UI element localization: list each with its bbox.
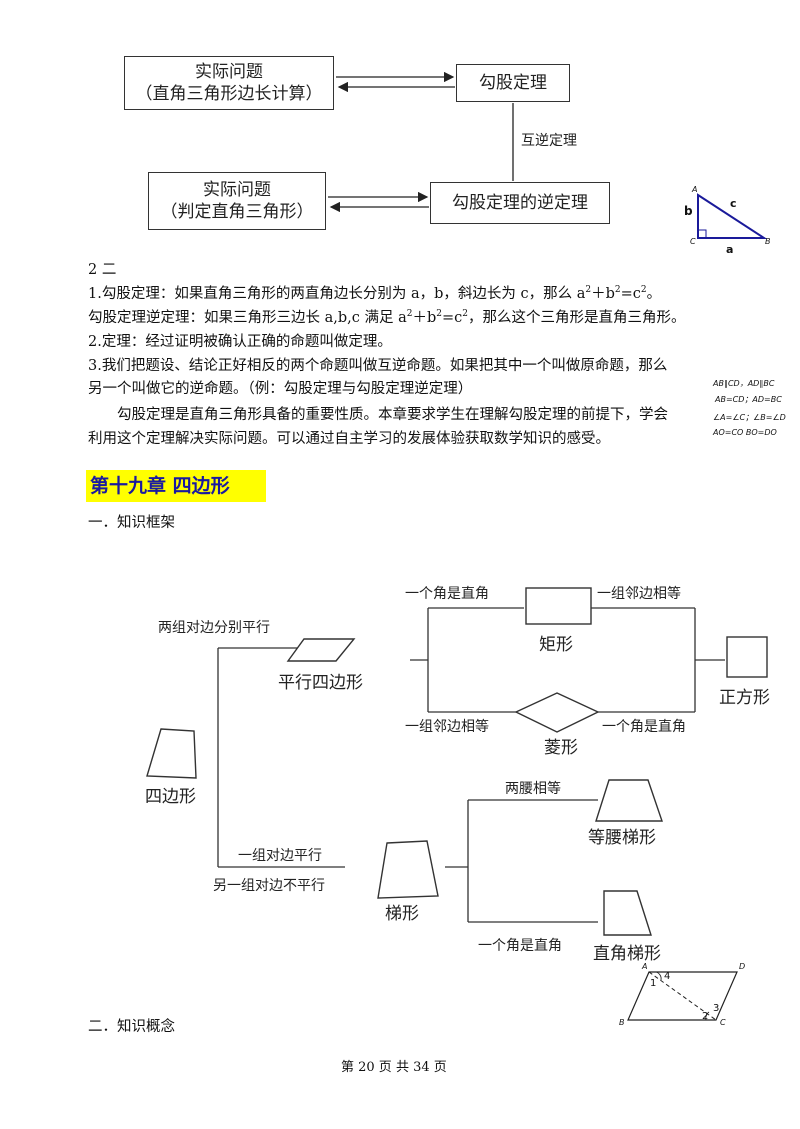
- para-angle-3: 3: [713, 1003, 720, 1014]
- box-practical-1-line1: 实际问题: [195, 62, 263, 82]
- rectangle-label: 矩形: [539, 635, 573, 655]
- box-practical-problem-2: 实际问题 （判定直角三角形）: [148, 172, 326, 230]
- triangle-label-a: a: [726, 243, 734, 256]
- triangle-label-c: c: [730, 197, 737, 210]
- box-pythagorean-theorem: 勾股定理: [456, 64, 570, 102]
- page-footer: 第 20 页 共 34 页: [341, 1060, 447, 1075]
- pythag-statement-end: 。: [646, 286, 662, 302]
- parallelogram-shape: [286, 638, 356, 662]
- triangle-label-C: C: [690, 237, 696, 246]
- converse-statement: 勾股定理逆定理：如果三角形三边长 a,b,c 满足 a2＋b2=c2，那么这个三…: [88, 309, 686, 326]
- formula-equal-sides: AB=CD；AD=BC: [715, 395, 782, 404]
- box-practical-2-line2: （判定直角三角形）: [160, 202, 314, 222]
- subsection-knowledge-concepts: 二．知识概念: [88, 1019, 175, 1035]
- inverse-propositions-line2: 另一个叫做它的逆命题。（例：勾股定理与勾股定理逆定理）: [88, 381, 473, 397]
- converse-statement-text: 勾股定理逆定理：如果三角形三边长 a,b,c 满足 a: [88, 310, 407, 326]
- right-angle-mark: [697, 229, 707, 239]
- edge-adjacent-sides-top: 一组邻边相等: [597, 586, 681, 602]
- rectangle-shape: [525, 587, 592, 625]
- para-angle-1: 1: [650, 978, 657, 989]
- edge-other-pair-not-parallel: 另一组对边不平行: [213, 878, 325, 894]
- square-shape: [726, 636, 768, 678]
- formula-parallel: AB∥CD，AD∥BC: [713, 379, 775, 388]
- trapezoid-label: 梯形: [385, 904, 419, 924]
- converse-statement-end: ，那么这个三角形是直角三角形。: [468, 310, 686, 326]
- right-trapezoid-label: 直角梯形: [593, 944, 661, 964]
- pythag-statement-text: 1.勾股定理：如果直角三角形的两直角边长分别为 a，b，斜边长为 c，那么 a: [88, 286, 586, 302]
- triangle-label-A: A: [692, 185, 698, 194]
- theorem-definition: 2.定理：经过证明被确认正确的命题叫做定理。: [88, 334, 392, 350]
- summary-paragraph-line1: 勾股定理是直角三角形具备的重要性质。本章要求学生在理解勾股定理的前提下，学会: [117, 407, 668, 423]
- edge-right-angle-top: 一个角是直角: [405, 586, 489, 602]
- quadrilateral-label: 四边形: [145, 787, 196, 807]
- chapter-title: 第十九章 四边形: [86, 470, 266, 502]
- box-pythag-label: 勾股定理: [479, 73, 547, 93]
- square-label: 正方形: [719, 688, 770, 708]
- right-trapezoid-shape: [603, 890, 652, 936]
- rhombus-shape: [514, 692, 600, 733]
- edge-two-pairs-parallel: 两组对边分别平行: [158, 620, 270, 636]
- triangle-label-B: B: [765, 237, 771, 246]
- box-practical-2-line1: 实际问题: [203, 180, 271, 200]
- edge-one-pair-parallel: 一组对边平行: [238, 848, 322, 864]
- right-triangle-figure: [697, 193, 768, 239]
- rhombus-label: 菱形: [544, 738, 578, 758]
- trapezoid-shape: [377, 840, 439, 899]
- formula-diagonals: AO=CO BO=DO: [713, 428, 777, 437]
- quadrilateral-shape: [146, 728, 197, 779]
- box-practical-1-line2: （直角三角形边长计算）: [135, 84, 323, 104]
- parallelogram-abcd-figure: [627, 971, 738, 1021]
- isosceles-trapezoid-shape: [595, 779, 663, 822]
- para-label-A: A: [642, 962, 648, 971]
- parallelogram-label: 平行四边形: [278, 673, 363, 693]
- edge-right-angle-rhombus: 一个角是直角: [602, 719, 686, 735]
- edge-adjacent-sides-bottom: 一组邻边相等: [405, 719, 489, 735]
- para-angle-2: 2: [702, 1011, 709, 1022]
- para-label-C: C: [720, 1018, 726, 1027]
- triangle-label-b: b: [684, 204, 693, 218]
- box-converse-theorem: 勾股定理的逆定理: [430, 182, 610, 224]
- label-mutual-inverse: 互逆定理: [521, 133, 577, 149]
- formula-equal-angles: ∠A=∠C；∠B=∠D: [713, 413, 786, 422]
- para-angle-4: 4: [664, 971, 671, 982]
- subsection-knowledge-framework: 一．知识框架: [88, 515, 175, 531]
- inverse-propositions-line1: 3.我们把题设、结论正好相反的两个命题叫做互逆命题。如果把其中一个叫做原命题，那…: [88, 358, 668, 374]
- box-converse-label: 勾股定理的逆定理: [452, 193, 588, 213]
- edge-right-angle-trapezoid: 一个角是直角: [478, 938, 562, 954]
- box-practical-problem-1: 实际问题 （直角三角形边长计算）: [124, 56, 334, 110]
- para-label-D: D: [739, 962, 746, 971]
- summary-paragraph-line2: 利用这个定理解决实际问题。可以通过自主学习的发展体验获取数学知识的感受。: [88, 431, 610, 447]
- pythagorean-statement: 1.勾股定理：如果直角三角形的两直角边长分别为 a，b，斜边长为 c，那么 a2…: [88, 285, 662, 302]
- isosceles-trapezoid-label: 等腰梯形: [588, 828, 656, 848]
- edge-legs-equal: 两腰相等: [505, 781, 561, 797]
- para-label-B: B: [619, 1018, 625, 1027]
- section-heading: 2 二: [88, 262, 117, 278]
